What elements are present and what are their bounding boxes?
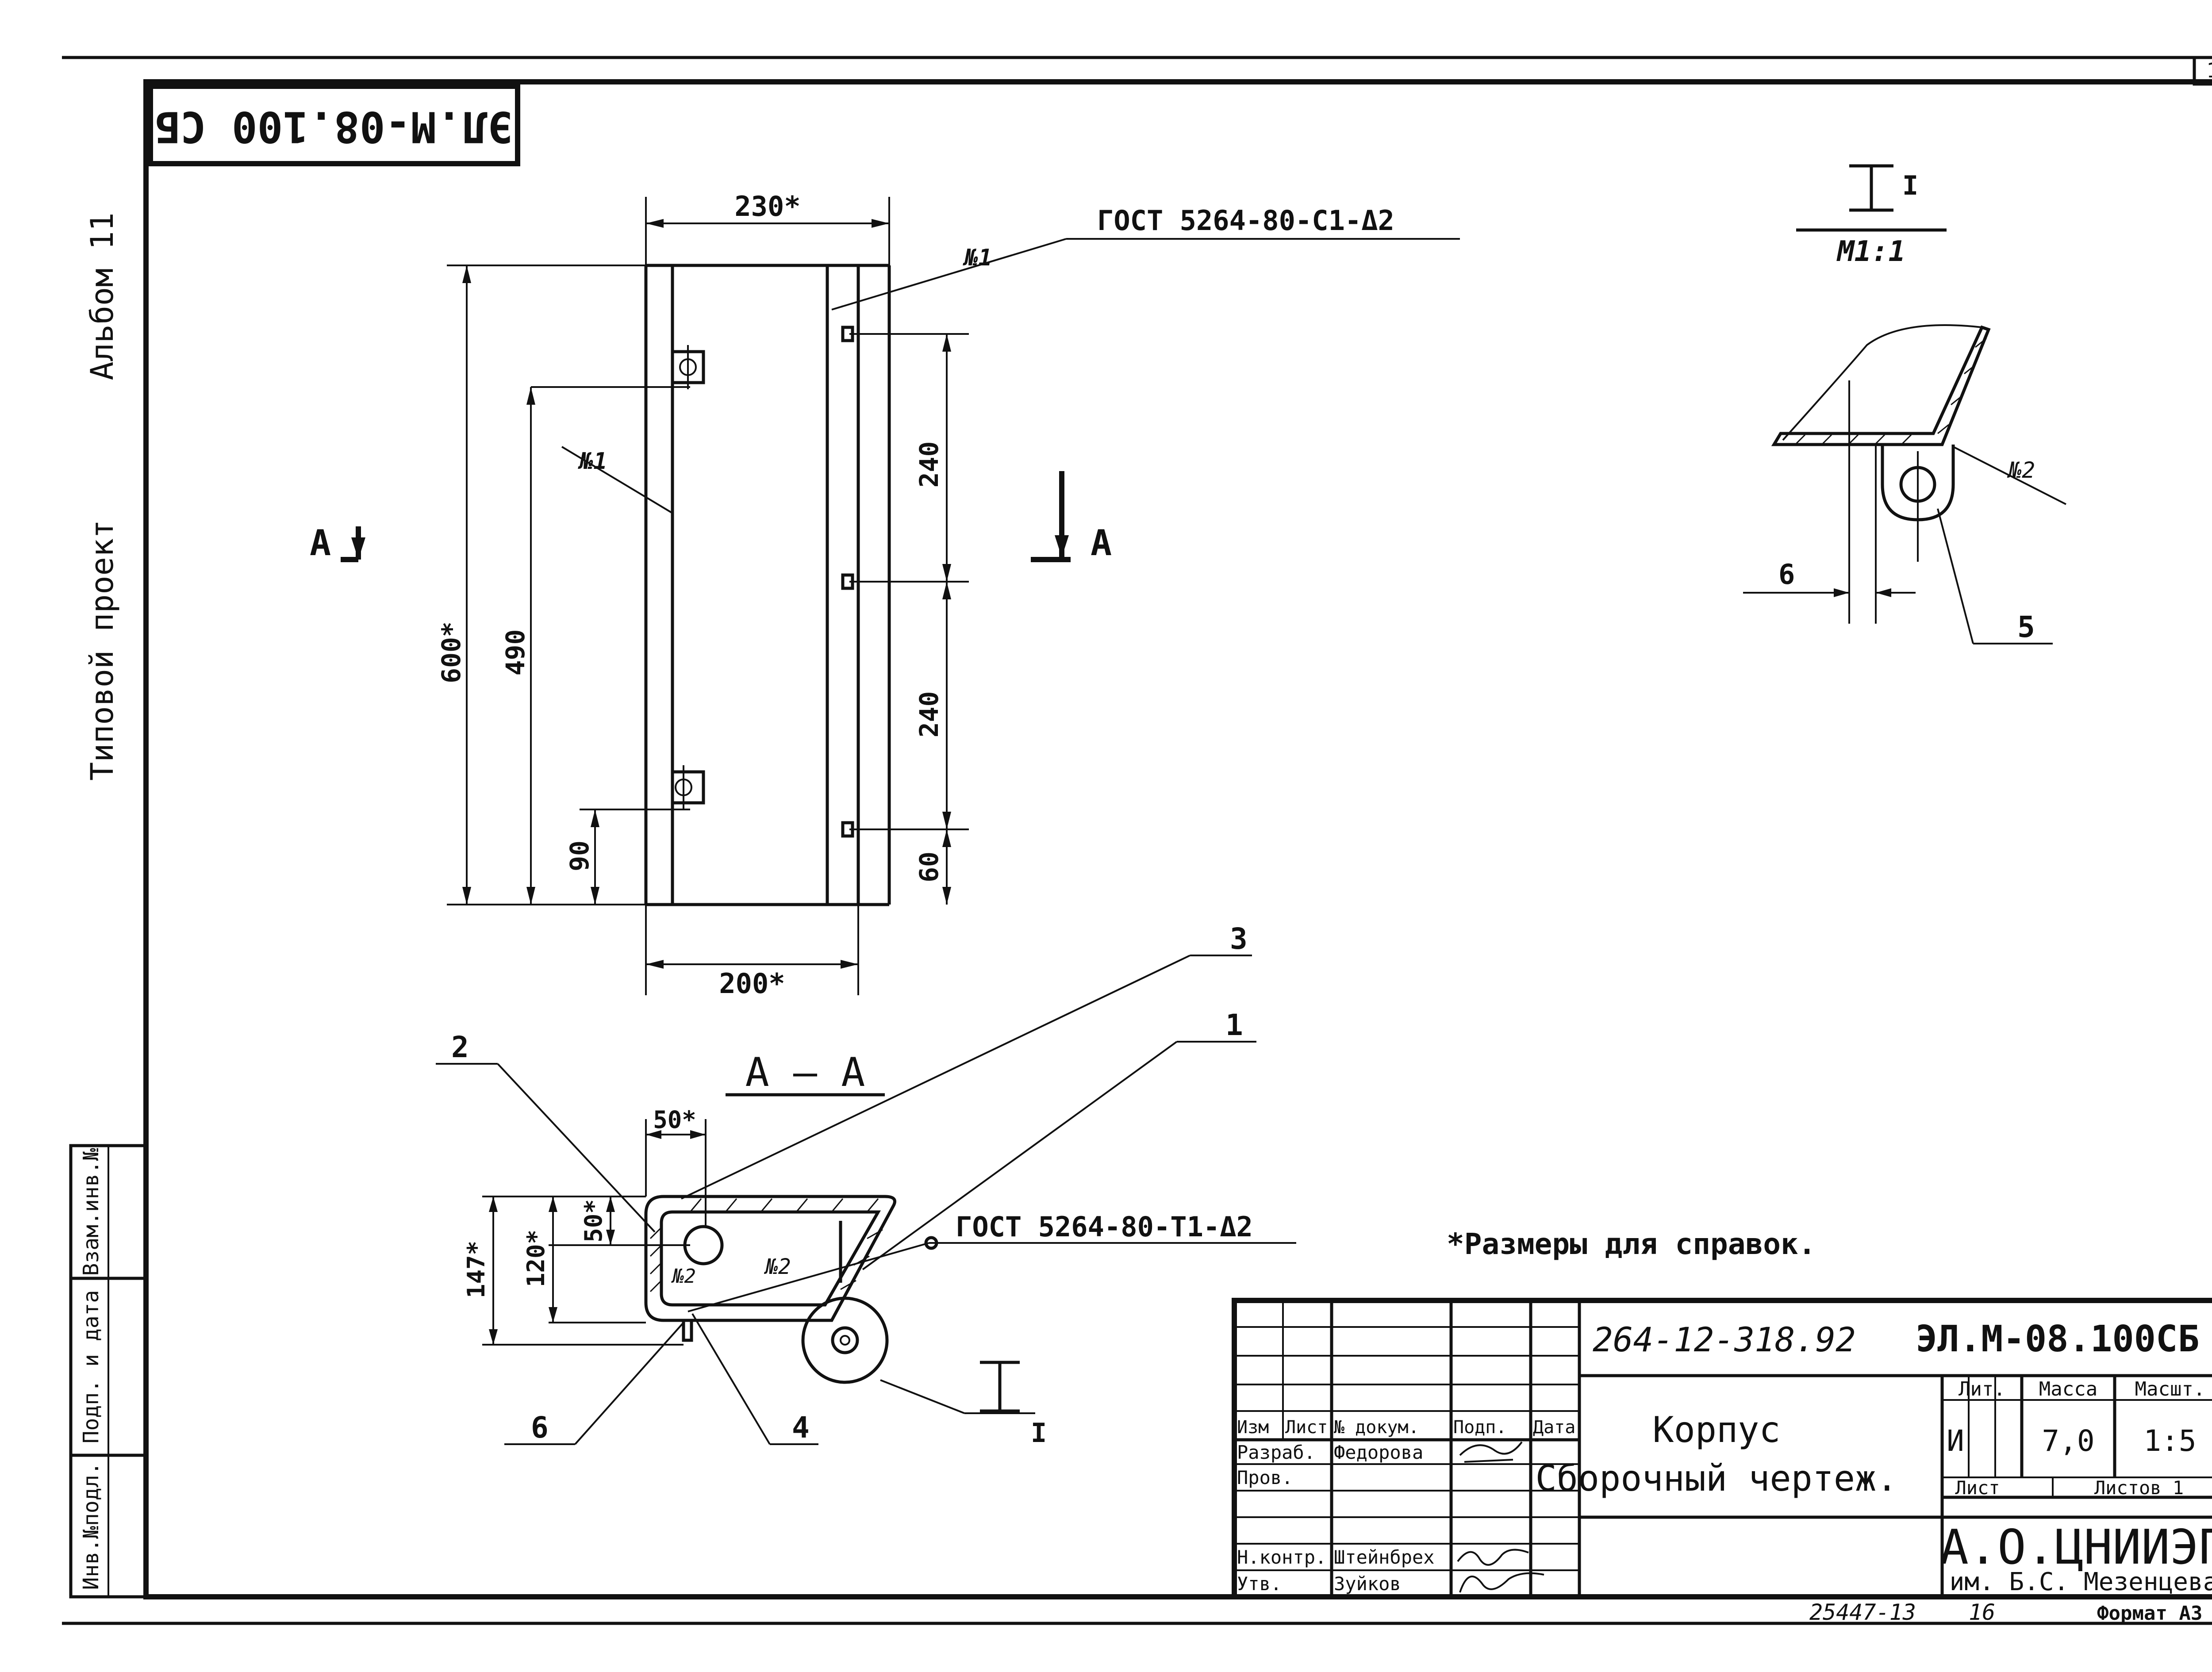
- doc-code-box: [148, 84, 520, 166]
- section-mark-left: А: [310, 522, 331, 564]
- doc-code: ЭЛ.М-08.100СБ: [1916, 1318, 2200, 1360]
- doc-type: Сборочный чертеж.: [1536, 1458, 1898, 1499]
- tb-role-nkontr: Н.контр.: [1237, 1546, 1326, 1568]
- callout-3: 3: [1230, 922, 1248, 956]
- tb-role-prov: Пров.: [1237, 1467, 1293, 1488]
- left-strip-sign: Подп. и дата: [79, 1290, 104, 1444]
- tb-header-list: Лист: [1285, 1417, 1328, 1438]
- dim-600: 600*: [436, 621, 466, 683]
- dim-120: 120*: [522, 1230, 550, 1287]
- left-strip-inv: Инв.№подл.: [79, 1462, 104, 1590]
- inv-number: 25447-13: [1809, 1599, 1916, 1625]
- tb-header-date: Дата: [1533, 1417, 1575, 1438]
- dim-147: 147*: [462, 1241, 490, 1298]
- tb-lit-value: И: [1947, 1424, 1964, 1458]
- tb-lit-label: Лит.: [1959, 1378, 2005, 1400]
- weld-note-top: ГОСТ 5264-80-С1-Δ2: [1097, 204, 1394, 237]
- org-name: А.О.ЦНИИЭП: [1940, 1520, 2212, 1575]
- callout-2: 2: [451, 1030, 469, 1064]
- signature-utv: [1459, 1572, 1544, 1593]
- detail-i-view: [1743, 164, 2066, 644]
- reference-note: *Размеры для справок.: [1447, 1227, 1816, 1261]
- left-strip: [69, 1144, 148, 1599]
- dim-50h: 50*: [653, 1106, 696, 1134]
- doc-number: 264-12-318.92: [1593, 1320, 1856, 1359]
- weld-mark-1a: №1: [963, 245, 992, 271]
- section-aa-title: А — А: [745, 1049, 865, 1096]
- page-number: 16: [1969, 1599, 1995, 1625]
- dim-490: 490: [500, 629, 530, 676]
- callout-6: 6: [531, 1411, 549, 1445]
- tb-scale-label: Масшт.: [2135, 1378, 2205, 1400]
- left-strip-replace: Взам.инв.№: [79, 1148, 104, 1276]
- dim-230: 230*: [734, 190, 800, 222]
- detail-i-scale: М1:1: [1836, 235, 1905, 268]
- tb-header-docnum: № докум.: [1334, 1417, 1419, 1438]
- tb-name-razrab: Федорова: [1334, 1442, 1423, 1463]
- tb-name-utv: Зуйков: [1334, 1573, 1401, 1595]
- tb-sheet-label: Лист: [1955, 1477, 2000, 1499]
- callout-5: 5: [2017, 610, 2035, 644]
- sheet-number: 15: [2206, 58, 2212, 82]
- dim-50v: 50*: [580, 1199, 607, 1242]
- org-subtitle: им. Б.С. Мезенцева: [1950, 1568, 2212, 1596]
- tb-sheets-label: Листов 1: [2094, 1477, 2184, 1499]
- detail-i-title: I: [1902, 170, 1918, 201]
- tb-header-sign: Подп.: [1453, 1417, 1506, 1438]
- section-mark-right: А: [1091, 522, 1112, 564]
- side-project-label: Типовой проект: [84, 520, 120, 781]
- weld-mark-2a: №2: [671, 1265, 696, 1288]
- tb-mass-label: Масса: [2039, 1378, 2097, 1400]
- dim-200: 200*: [719, 967, 785, 1000]
- signature-razrab: [1459, 1441, 1523, 1463]
- tb-scale-value: 1:5: [2143, 1424, 2196, 1458]
- title-block: [1232, 1298, 2212, 1599]
- sheet-frame: [62, 56, 2212, 1625]
- callout-4: 4: [792, 1411, 810, 1445]
- weld-note-section: ГОСТ 5264-80-Т1-Δ2: [956, 1211, 1253, 1243]
- tb-name-nkontr: Штейнбрех: [1334, 1546, 1435, 1568]
- section-view-ref: I: [1031, 1418, 1047, 1449]
- weld-mark-1b: №1: [578, 448, 607, 475]
- signature-nkontr: [1457, 1549, 1529, 1566]
- section-aa-view: [436, 955, 1296, 1445]
- dim-90: 90: [565, 840, 595, 871]
- side-album-label: Альбом 11: [84, 212, 120, 380]
- doc-code-rotated: ЭЛ.М-08.100 СБ: [155, 102, 513, 152]
- detail-weld-mark: №2: [2007, 457, 2035, 483]
- dim-240-top: 240: [914, 441, 944, 488]
- tb-role-utv: Утв.: [1237, 1573, 1282, 1595]
- part-name: Корпус: [1653, 1409, 1781, 1450]
- detail-dim-6: 6: [1778, 558, 1795, 591]
- tb-role-razrab: Разраб.: [1237, 1442, 1315, 1463]
- dim-60: 60: [914, 851, 944, 882]
- main-view: [341, 197, 1460, 995]
- callout-1: 1: [1225, 1008, 1243, 1042]
- format-label: Формат А3: [2097, 1602, 2202, 1625]
- tb-header-izm: Изм: [1237, 1417, 1269, 1438]
- tb-mass-value: 7,0: [2042, 1424, 2094, 1458]
- dim-240-bottom: 240: [914, 691, 944, 738]
- weld-mark-2b: №2: [764, 1254, 791, 1279]
